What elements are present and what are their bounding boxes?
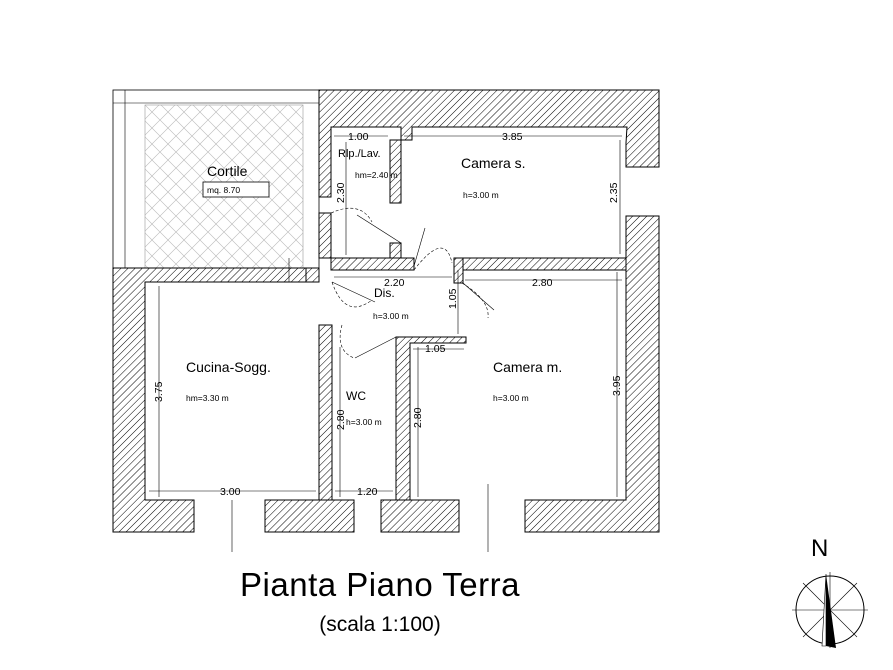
exterior-walls — [112, 89, 660, 533]
dim-camera-s-depth: 2.35 — [608, 182, 620, 203]
room-name-dis: Dis. — [374, 286, 395, 300]
room-name-cortile: Cortile — [207, 163, 248, 179]
room-name-camera-m: Camera m. — [493, 359, 562, 375]
dim-camera-m-wall: 2.80 — [412, 407, 424, 428]
dim-camera-m-width: 2.80 — [532, 277, 553, 289]
dim-camera-s-width: 3.85 — [502, 131, 523, 143]
room-height-camera-m: h=3.00 m — [493, 393, 529, 403]
room-height-wc: h=3.00 m — [346, 417, 382, 427]
room-area-cortile: mq. 8.70 — [207, 185, 240, 195]
page-title: Pianta Piano Terra — [240, 566, 520, 603]
dim-niche-width: 1.05 — [425, 343, 446, 355]
room-name-wc: WC — [346, 389, 366, 403]
room-height-cucina: hm=3.30 m — [186, 393, 229, 403]
room-height-dis: h=3.00 m — [373, 311, 409, 321]
dim-dis-width: 2.20 — [384, 277, 405, 289]
courtyard — [112, 89, 320, 269]
room-name-camera-s: Camera s. — [461, 155, 526, 171]
compass-icon: N — [792, 535, 868, 648]
page-subtitle: (scala 1:100) — [319, 613, 441, 636]
room-name-cucina: Cucina-Sogg. — [186, 359, 271, 375]
room-name-ripostiglio: Rlp./Lav. — [338, 148, 381, 160]
dim-wc-depth: 2.80 — [335, 409, 347, 430]
dim-rip-depth: 2.30 — [335, 182, 347, 203]
dim-cucina-width: 3.00 — [220, 486, 241, 498]
dim-wc-width: 1.20 — [357, 486, 378, 498]
dim-cucina-depth: 3.75 — [153, 381, 165, 402]
door-swings — [330, 207, 495, 359]
compass-north-label: N — [811, 535, 828, 562]
dim-dis-depth: 1.05 — [447, 288, 459, 309]
dimension-lines — [149, 135, 622, 552]
interior-walls — [305, 139, 627, 501]
room-height-ripostiglio: hm=2.40 m — [355, 170, 398, 180]
room-height-camera-s: h=3.00 m — [463, 190, 499, 200]
dim-camera-m-depth: 3.95 — [611, 375, 623, 396]
dim-rip-width: 1.00 — [348, 131, 369, 143]
